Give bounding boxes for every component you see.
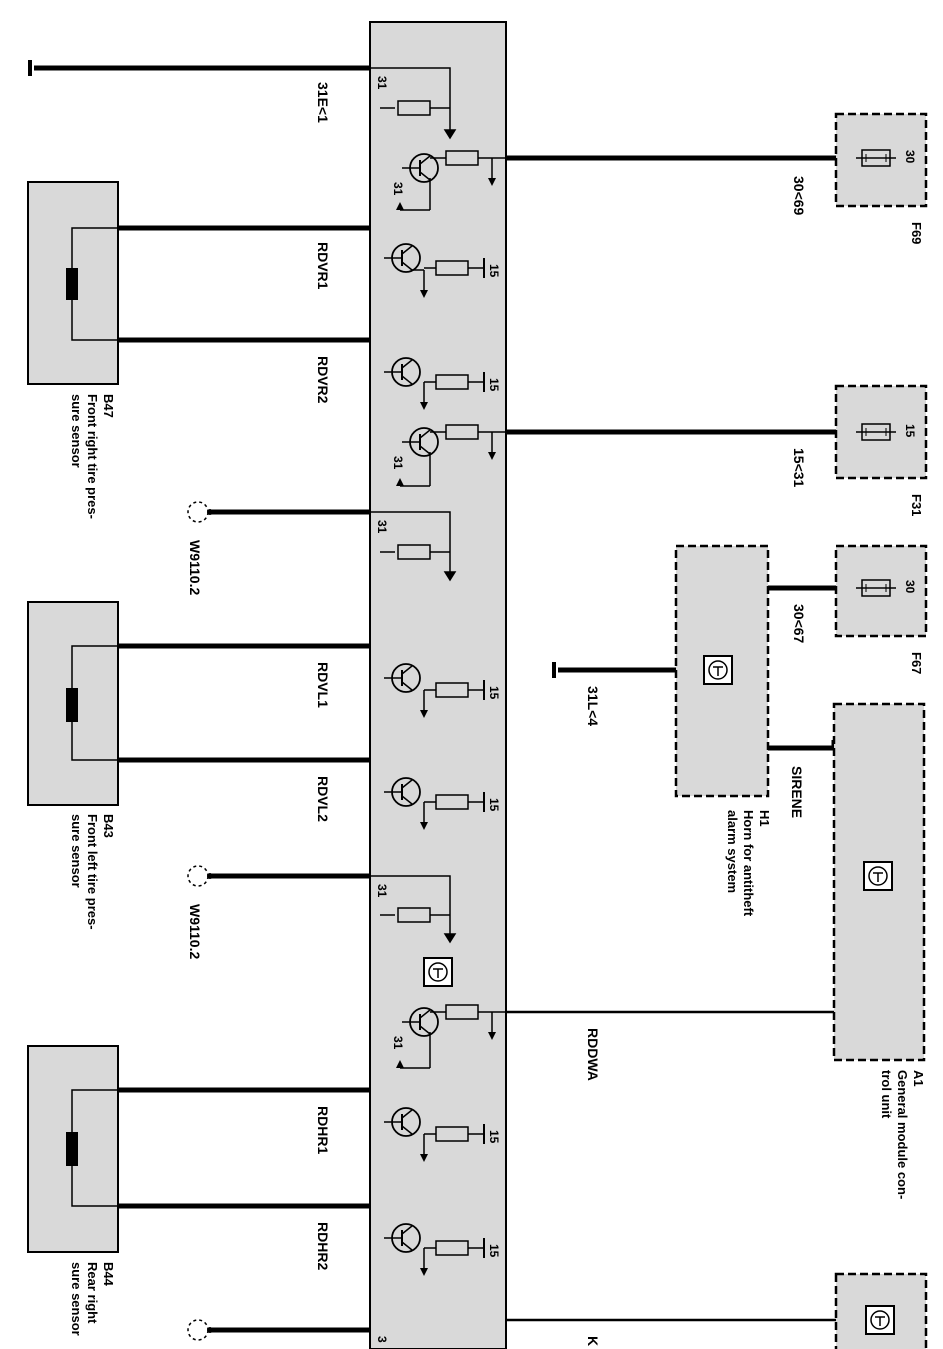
h1-name-1: Horn for antitheft xyxy=(741,810,756,917)
sensor-input-stage xyxy=(383,777,485,830)
output-stage xyxy=(396,424,506,487)
b43-ref: B43 xyxy=(101,814,116,838)
f69-ref: F69 xyxy=(909,222,924,244)
h1-ref: H1 xyxy=(757,810,772,827)
b44-name-2: sure sensor xyxy=(69,1262,84,1336)
pin-3: 3 xyxy=(375,1336,389,1343)
output-stage xyxy=(396,1004,506,1069)
internal-resistor-ground xyxy=(370,67,457,140)
wire-label-rdvr1: RDVR1 xyxy=(315,242,331,290)
wire-label-15-31: 15<31 xyxy=(791,448,807,488)
sensor-b43 xyxy=(27,601,119,806)
processor-icon xyxy=(703,655,733,685)
horn-h1 xyxy=(674,544,770,798)
sensor-input-stage xyxy=(383,357,485,410)
sensor-input-stage xyxy=(383,663,485,718)
fuse-pin-f67: 30 xyxy=(903,580,917,594)
pin-15: 15 xyxy=(487,378,501,392)
b47-ref: B47 xyxy=(101,394,116,418)
sensor-element-icon xyxy=(66,1132,78,1166)
pin-15: 15 xyxy=(487,264,501,278)
pin-15: 15 xyxy=(487,1244,501,1258)
sensor-input-stage xyxy=(383,1107,485,1162)
a1-ref: A1 xyxy=(911,1070,926,1087)
wire-label-rdvr2: RDVR2 xyxy=(315,356,331,404)
pin-31: 31 xyxy=(375,884,389,898)
fuse-pin-f31: 15 xyxy=(903,424,917,438)
pin-31: 31 xyxy=(391,456,405,470)
internal-resistor-ground xyxy=(370,511,457,582)
processor-icon xyxy=(865,1305,895,1335)
b44-name-1: Rear right xyxy=(85,1262,100,1324)
wire-label-rdvl1: RDVL1 xyxy=(315,662,331,708)
wire-label-30-67: 30<67 xyxy=(791,604,807,644)
b47-name-1: Front right tire pres- xyxy=(85,394,100,519)
sensor-input-stage xyxy=(383,1223,485,1276)
pin-31: 31 xyxy=(375,520,389,534)
wire-label-w9110-2: W9110.2 xyxy=(187,540,203,595)
sensor-b47 xyxy=(27,181,119,385)
a1-name-2: trol unit xyxy=(879,1070,894,1119)
f31-ref: F31 xyxy=(909,494,924,516)
fuse-pin-f69: 30 xyxy=(903,150,917,164)
wire-label-sirene: SIRENE xyxy=(789,766,805,818)
connector-w9110-icon xyxy=(187,865,213,887)
wire-label-rdhr1: RDHR1 xyxy=(315,1106,331,1154)
b43-name-1: Front left tire pres- xyxy=(85,814,100,930)
b47-name-2: sure sensor xyxy=(69,394,84,468)
wire-label-rdhr2: RDHR2 xyxy=(315,1222,331,1270)
f67-ref: F67 xyxy=(909,652,924,674)
left-wires xyxy=(34,65,370,1333)
fuse-f67 xyxy=(834,544,928,638)
connector-w9110-icon xyxy=(187,501,213,523)
b43-name-2: sure sensor xyxy=(69,814,84,888)
pin-15: 15 xyxy=(487,1130,501,1144)
pin-31: 31 xyxy=(391,182,405,196)
h1-name-2: alarm system xyxy=(725,810,740,893)
pin-15: 15 xyxy=(487,798,501,812)
wire-label-rddwa: RDDWA xyxy=(585,1028,601,1081)
b44-ref: B44 xyxy=(101,1262,116,1287)
wire-label-w9110-2b: W9110.2 xyxy=(187,904,203,959)
bottom-module xyxy=(834,1272,928,1349)
a1-name-1: General module con- xyxy=(895,1070,910,1199)
pin-15: 15 xyxy=(487,686,501,700)
wire-label-30-69: 30<69 xyxy=(791,176,807,216)
output-stage xyxy=(396,150,506,211)
connector-w9110-icon xyxy=(187,1319,213,1341)
right-wires-thin xyxy=(506,1010,836,1322)
pin-31: 31 xyxy=(375,76,389,90)
sensor-element-icon xyxy=(66,268,78,300)
wire-label-k: K xyxy=(585,1336,601,1346)
control-unit-body xyxy=(369,21,507,1349)
wire-label-rdvl2: RDVL2 xyxy=(315,776,331,822)
fuse-f31 xyxy=(834,384,928,480)
wire-label-31e1: 31E<1 xyxy=(315,82,331,123)
fuse-f69 xyxy=(834,112,928,208)
internal-resistor-ground xyxy=(370,875,457,944)
sensor-input-stage xyxy=(383,243,485,298)
sensor-b44 xyxy=(27,1045,119,1253)
pin-31: 31 xyxy=(391,1036,405,1050)
processor-icon xyxy=(863,861,893,891)
sensor-element-icon xyxy=(66,688,78,722)
processor-icon xyxy=(423,957,453,987)
wire-label-31l4: 31L<4 xyxy=(585,686,601,726)
general-module-a1 xyxy=(832,702,926,1062)
right-wires xyxy=(506,155,837,751)
